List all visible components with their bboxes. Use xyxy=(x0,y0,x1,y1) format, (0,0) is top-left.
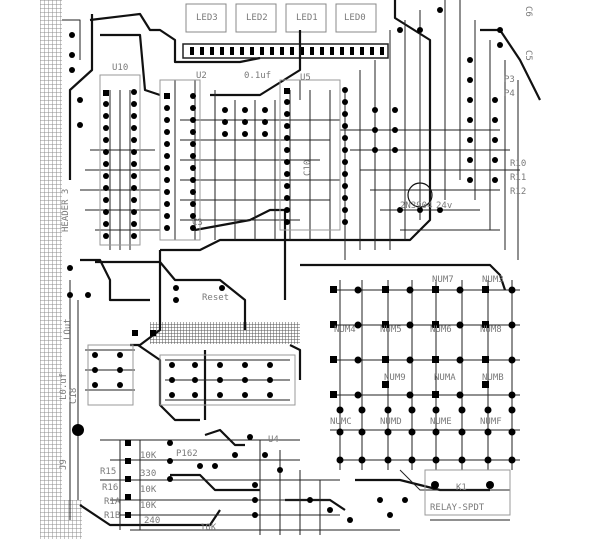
label-10k-2: 10K xyxy=(140,485,157,495)
label-r1a: R1A xyxy=(104,497,121,507)
label-p162: P162 xyxy=(176,449,198,459)
label-led0: LED0 xyxy=(344,13,366,23)
label-c18: C18 xyxy=(69,388,79,404)
label-led1: LED1 xyxy=(296,13,318,23)
label-num7: NUM7 xyxy=(432,275,454,285)
label-numf: NUMF xyxy=(480,417,502,427)
label-240: 240 xyxy=(144,516,160,526)
label-xtal: 2N3904 xyxy=(400,201,433,211)
label-r11: R11 xyxy=(510,173,526,183)
label-numc: NUMC xyxy=(330,417,352,427)
label-330: 330 xyxy=(140,469,156,479)
label-num3: NUM3 xyxy=(482,275,504,285)
label-c5: C5 xyxy=(523,50,533,61)
ic-pads xyxy=(69,7,503,239)
label-p3: P3 xyxy=(504,75,515,85)
signal-traces xyxy=(62,0,520,535)
label-r15: R15 xyxy=(100,467,116,477)
label-num4: NUM4 xyxy=(334,325,356,335)
top-connector xyxy=(182,43,389,59)
label-num8: NUM8 xyxy=(480,325,502,335)
label-r12: R12 xyxy=(510,187,526,197)
label-relay: RELAY-SPDT xyxy=(430,503,485,513)
label-24v: 24v xyxy=(436,201,452,211)
silk-outlines xyxy=(87,74,511,516)
label-c4-value: 0.1uf xyxy=(244,71,271,81)
label-led2: LED2 xyxy=(246,13,268,23)
label-r10: R10 xyxy=(510,159,526,169)
label-header3: HEADER 3 xyxy=(61,189,71,232)
label-10k-1: 10K xyxy=(140,451,157,461)
label-c3: C3 xyxy=(192,218,203,228)
silkscreen-text: LED3 LED2 LED1 LED0 U10 U2 0.1uf U5 C10 … xyxy=(59,6,533,533)
ground-plane-left xyxy=(40,0,82,539)
label-k1: K1 xyxy=(456,483,467,493)
label-c10: C10 xyxy=(303,160,313,176)
bus-hatch xyxy=(150,322,300,344)
label-c6: C6 xyxy=(523,6,533,17)
label-nume: NUME xyxy=(430,417,452,427)
keypad-pads xyxy=(330,286,516,464)
label-num5: NUM5 xyxy=(380,325,402,335)
label-num9: NUM9 xyxy=(384,373,406,383)
label-r16: R16 xyxy=(102,483,118,493)
label-p4: P4 xyxy=(504,89,515,99)
label-numd: NUMD xyxy=(380,417,402,427)
label-reset: Reset xyxy=(202,293,229,303)
label-u5: U5 xyxy=(300,73,311,83)
label-r1b: R1B xyxy=(104,511,120,521)
label-10k-3: 10K xyxy=(140,501,157,511)
label-lout: LOut xyxy=(63,318,73,340)
label-numa: NUMA xyxy=(434,373,456,383)
label-10k-4: 10K xyxy=(200,523,217,533)
label-led3: LED3 xyxy=(196,13,218,23)
label-l0-value: L0.uf xyxy=(59,373,69,400)
led-footprints xyxy=(185,3,377,33)
label-u10: U10 xyxy=(112,63,128,73)
label-numb: NUMB xyxy=(482,373,504,383)
passive-pads xyxy=(67,182,494,523)
label-j9: J9 xyxy=(59,459,69,470)
label-num6: NUM6 xyxy=(430,325,452,335)
label-u2: U2 xyxy=(196,71,207,81)
label-u4: U4 xyxy=(268,435,279,445)
